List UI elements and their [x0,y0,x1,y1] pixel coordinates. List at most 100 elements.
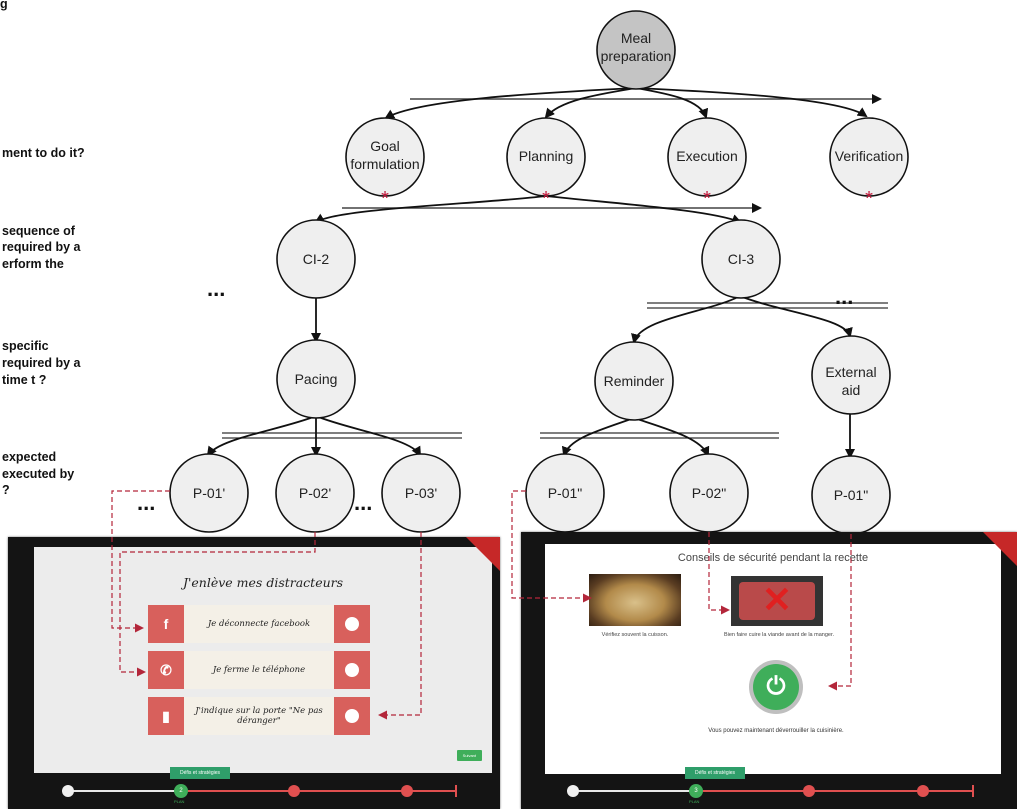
phone-icon: ✆ [148,651,184,689]
svg-text:Goal: Goal [370,138,400,154]
tree-edges [206,87,868,459]
svg-text:?: ? [2,483,10,497]
svg-text:P-03': P-03' [405,485,437,501]
svg-text:P-01': P-01' [193,485,225,501]
raw-meat-image: ✕ [731,576,823,626]
svg-text:formulation: formulation [350,156,419,172]
unlock-message: Vous pouvez maintenant déverrouiller la … [708,728,844,734]
question-2: sequence of required by a erform the [2,224,82,271]
node-external-aid: External aid [811,335,891,415]
node-ci-3: CI-3 [701,219,781,299]
svg-text:CI-3: CI-3 [728,251,755,267]
step-dot-current[interactable]: 3 [689,784,703,798]
svg-text:ment to do it?: ment to do it? [2,146,85,160]
svg-text:preparation: preparation [601,48,672,64]
step-dot[interactable] [62,785,74,797]
cooking-pot-image [589,574,681,626]
action-text: Je ferme le téléphone [184,651,334,689]
left-tablet-screenshot: J'enlève mes distracteurs f Je déconnect… [8,537,500,809]
caption: Bien faire cuire la viande avant de la m… [723,632,835,638]
progress-bar: 2 Défis et stratégies PLAN [8,767,500,807]
screen-title: Conseils de sécurité pendant la recette [677,552,869,564]
node-p-01-double-external: P-01" [811,455,891,535]
ellipsis-p-left: ... [137,490,155,515]
node-reminder: Reminder [594,341,674,421]
parallel-bar-pacing [222,432,462,439]
caption: Vérifiez souvent la cuisson. [601,632,669,638]
ellipsis-p-middle: ... [354,490,372,515]
question-3: specific required by a time t ? [2,339,82,387]
svg-text:erform the: erform the [2,257,64,271]
step-dot-current[interactable]: 2 [174,784,188,798]
node-execution: Execution [667,117,747,197]
svg-text:Reminder: Reminder [604,373,665,389]
checkbox[interactable] [334,651,370,689]
action-text: J'indique sur la porte "Ne pas déranger" [184,697,334,735]
action-text: Je déconnecte facebook [184,605,334,643]
step-tooltip: Défis et stratégies [685,767,746,779]
header-letter: g [0,0,8,11]
action-row-door[interactable]: ▮ J'indique sur la porte "Ne pas dérange… [148,697,370,735]
corner-ribbon [466,537,500,571]
corner-ribbon [983,532,1017,566]
svg-text:Pacing: Pacing [295,371,338,387]
node-ci-2: CI-2 [276,219,356,299]
star-icon: * [542,188,550,210]
node-pacing: Pacing [276,339,356,419]
question-1: ment to do it? [2,146,85,160]
node-p-02-prime: P-02' [275,453,355,533]
facebook-icon: f [148,605,184,643]
ellipsis-right: ... [835,284,853,309]
step-dot[interactable] [917,785,929,797]
checkbox[interactable] [334,697,370,735]
svg-text:Verification: Verification [835,148,903,164]
step-label: PLAN [689,799,700,804]
node-p-02-double: P-02" [669,453,749,533]
svg-text:P-02": P-02" [692,485,727,501]
checkbox[interactable] [334,605,370,643]
action-row-phone[interactable]: ✆ Je ferme le téléphone [148,651,370,689]
svg-text:required by a: required by a [2,356,82,370]
right-screen: Conseils de sécurité pendant la recette … [545,544,1001,774]
svg-text:P-02': P-02' [299,485,331,501]
svg-text:expected: expected [2,450,56,464]
node-goal-formulation: Goal formulation [345,117,425,197]
node-meal-preparation: Meal preparation [596,10,676,90]
action-row-facebook[interactable]: f Je déconnecte facebook [148,605,370,643]
next-button[interactable]: Suivant [456,750,482,761]
right-tablet-screenshot: Conseils de sécurité pendant la recette … [521,532,1017,809]
node-p-01-prime: P-01' [169,453,249,533]
screen-title: J'enlève mes distracteurs [182,575,344,590]
svg-text:time t ?: time t ? [2,373,46,387]
step-dot[interactable] [288,785,300,797]
power-button[interactable]: ⏻ [749,660,803,714]
step-dot[interactable] [401,785,413,797]
svg-text:CI-2: CI-2 [303,251,330,267]
node-verification: Verification [829,117,909,197]
left-screen: J'enlève mes distracteurs f Je déconnect… [34,547,492,773]
star-icon: * [381,188,389,210]
svg-text:P-01": P-01" [834,487,869,503]
star-icon: * [865,188,873,210]
progress-bar: 3 Défis et stratégies PLAN [521,767,1017,807]
svg-text:required by a: required by a [2,240,82,254]
svg-text:Execution: Execution [676,148,737,164]
power-icon: ⏻ [753,664,799,710]
svg-text:aid: aid [842,382,861,398]
svg-text:Meal: Meal [621,30,651,46]
cross-icon: ✕ [761,579,793,620]
svg-text:sequence of: sequence of [2,224,76,238]
svg-text:specific: specific [2,339,49,353]
node-p-03-prime: P-03' [381,453,461,533]
step-dot[interactable] [803,785,815,797]
parallel-bar-ci3 [647,302,888,309]
svg-text:P-01": P-01" [548,485,583,501]
node-p-01-double: P-01" [525,453,605,533]
step-label: PLAN [174,799,185,804]
svg-text:Planning: Planning [519,148,574,164]
step-dot[interactable] [567,785,579,797]
question-4: expected executed by ? [2,450,74,497]
step-tooltip: Défis et stratégies [170,767,231,779]
svg-text:External: External [825,364,876,380]
ellipsis-left: ... [207,276,225,301]
